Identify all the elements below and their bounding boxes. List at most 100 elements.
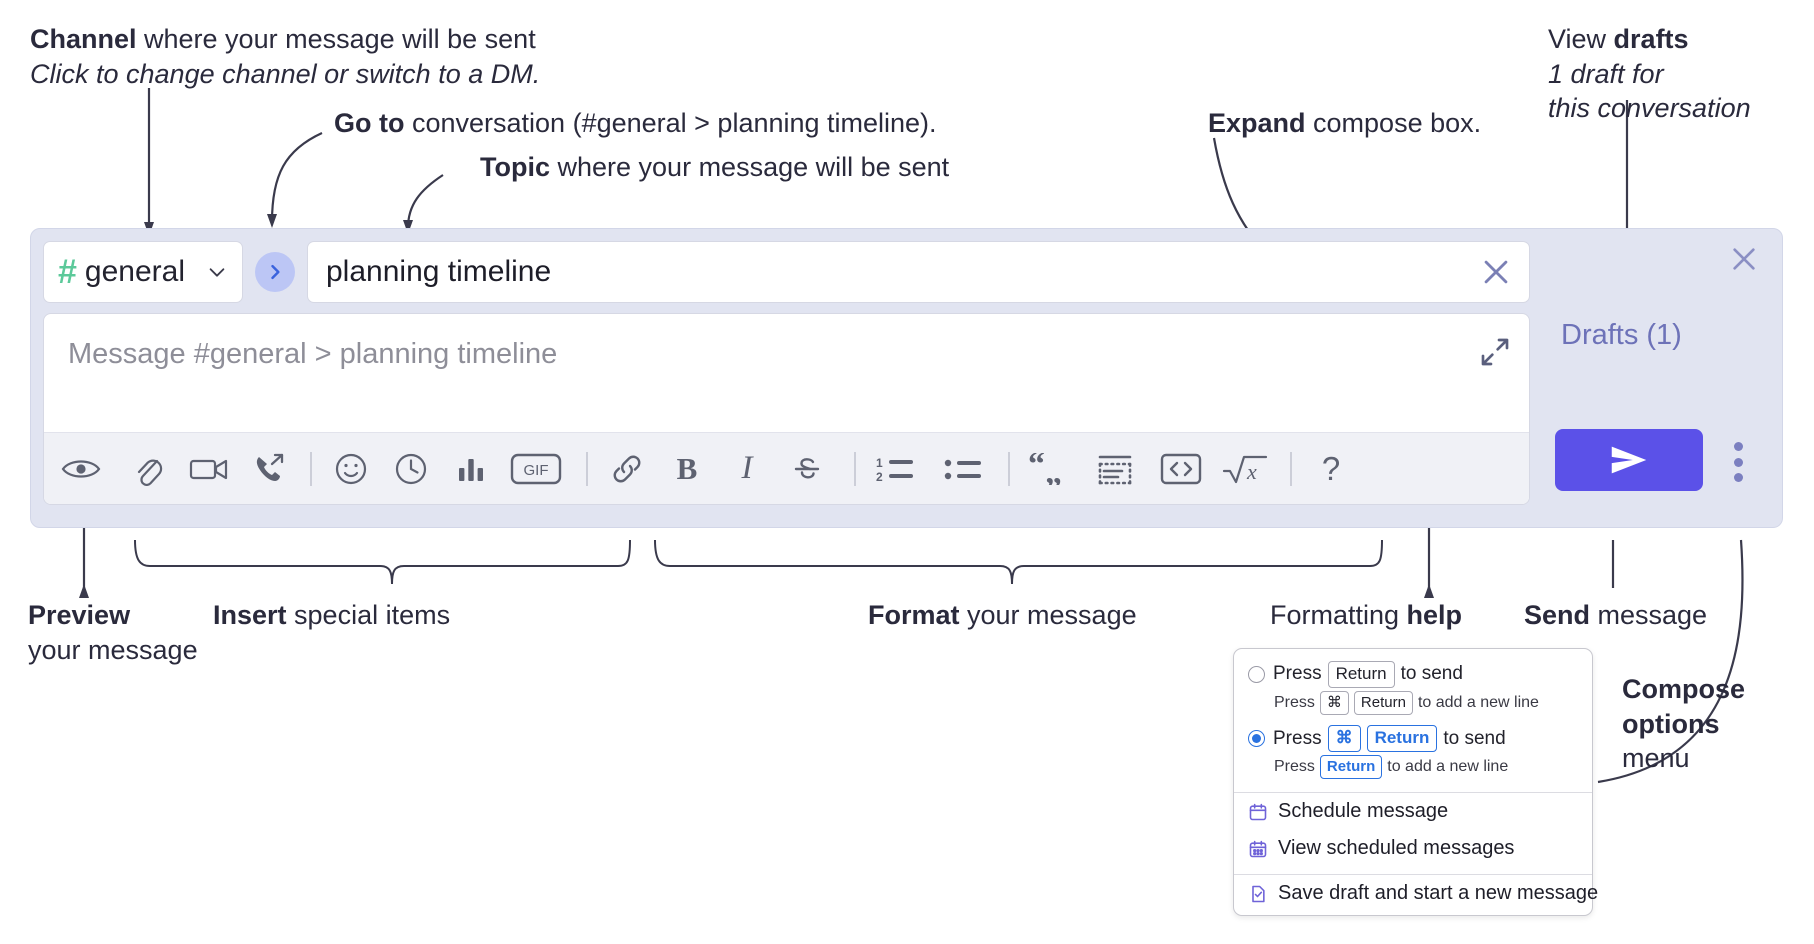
menu-item-save-draft[interactable]: Save draft and start a new message <box>1234 875 1598 915</box>
blockquote-icon[interactable]: “ „ <box>1028 446 1070 492</box>
option2-sub-post: to add a new line <box>1387 758 1509 776</box>
annotation-expand-bold: Expand <box>1208 108 1306 138</box>
phone-forward-icon[interactable] <box>248 446 290 492</box>
math-icon[interactable]: x <box>1222 446 1268 492</box>
annotation-formatting-help: Formatting help <box>1270 598 1462 633</box>
annotation-topic-bold: Topic <box>480 152 550 182</box>
send-button[interactable] <box>1555 429 1703 491</box>
option2-post: to send <box>1443 727 1506 749</box>
option1-post: to send <box>1400 663 1463 685</box>
message-box: Message #general > planning timeline <box>43 313 1530 505</box>
close-icon[interactable] <box>1479 255 1513 289</box>
compose-inner: # general planning timeline Message #gen… <box>43 241 1530 517</box>
drafts-link[interactable]: Drafts (1) <box>1561 319 1682 351</box>
radio-return-to-send[interactable] <box>1248 665 1265 683</box>
channel-name: general <box>84 255 185 288</box>
option1-sub-key-return: Return <box>1353 690 1413 716</box>
compose-panel: # general planning timeline Message #gen… <box>30 228 1783 528</box>
kebab-menu-icon[interactable] <box>1725 439 1751 485</box>
menu-item-view-scheduled-messages[interactable]: View scheduled messages <box>1234 830 1592 867</box>
bold-icon[interactable]: B <box>666 446 708 492</box>
calendar-grid-icon <box>1248 839 1268 859</box>
hash-icon: # <box>58 253 77 291</box>
ordered-list-icon[interactable]: 1 2 <box>874 446 916 492</box>
video-icon[interactable] <box>188 446 230 492</box>
annotation-channel-italic: Click to change channel or switch to a D… <box>30 58 541 89</box>
annotation-format-rest: your message <box>959 600 1137 630</box>
document-check-icon <box>1248 884 1268 904</box>
annotation-help-bold: help <box>1406 600 1463 630</box>
toolbar-divider <box>1290 451 1292 486</box>
help-label: ? <box>1321 449 1341 487</box>
svg-text:1: 1 <box>876 456 883 470</box>
annotation-topic: Topic where your message will be sent <box>480 150 949 185</box>
annotation-channel: Channel where your message will be sent … <box>30 22 540 91</box>
annotation-insert: Insert special items <box>213 598 450 633</box>
channel-selector[interactable]: # general <box>43 241 243 303</box>
goto-conversation-button[interactable] <box>255 252 295 292</box>
emoji-icon[interactable] <box>330 446 372 492</box>
toolbar-divider <box>854 451 856 486</box>
code-block-icon[interactable] <box>1094 446 1136 492</box>
annotation-send-bold: Send <box>1524 600 1591 630</box>
option2-sub-key-return: Return <box>1319 755 1383 780</box>
annotation-goto-rest: conversation (#general > planning timeli… <box>404 108 937 138</box>
close-icon[interactable] <box>1728 243 1760 275</box>
annotation-drafts: View drafts 1 draft for this conversatio… <box>1548 22 1751 126</box>
annotation-goto: Go to conversation (#general > planning … <box>334 106 937 141</box>
annotation-goto-bold: Go to <box>334 108 405 138</box>
chevron-down-icon <box>206 261 228 283</box>
option1-sub-post: to add a new line <box>1417 694 1539 712</box>
calendar-icon <box>1248 802 1268 822</box>
menu-divider <box>1234 874 1592 876</box>
menu-item-schedule-message[interactable]: Schedule message <box>1234 793 1592 830</box>
menu-divider <box>1234 792 1592 794</box>
bold-label: B <box>676 450 698 486</box>
radio-cmd-return-to-send[interactable] <box>1248 730 1265 748</box>
annotation-channel-rest: where your message will be sent <box>136 24 536 54</box>
kebab-dot <box>1733 457 1743 467</box>
annotation-format: Format your message <box>868 598 1137 633</box>
svg-text:„: „ <box>1045 454 1062 485</box>
poll-icon[interactable] <box>450 446 492 492</box>
annotation-send: Send message <box>1524 598 1707 633</box>
option1-sub-key-cmd: ⌘ <box>1319 690 1349 716</box>
svg-text:2: 2 <box>876 470 883 484</box>
attachment-icon[interactable] <box>128 446 170 492</box>
svg-text:“: “ <box>1029 453 1045 483</box>
topic-value: planning timeline <box>326 255 552 288</box>
menu-option-cmd-return-to-send[interactable]: Press ⌘ Return to send Press Return to a… <box>1234 721 1592 785</box>
annotation-topic-rest: where your message will be sent <box>550 152 950 182</box>
topic-input[interactable]: planning timeline <box>307 241 1530 303</box>
annotation-expand: Expand compose box. <box>1208 106 1481 141</box>
annotation-expand-rest: compose box. <box>1305 108 1482 138</box>
clock-icon[interactable] <box>390 446 432 492</box>
svg-text:GIF: GIF <box>524 462 549 479</box>
annotation-format-bold: Format <box>868 600 960 630</box>
annotation-channel-bold: Channel <box>30 24 137 54</box>
send-icon <box>1611 446 1647 474</box>
option2-pre: Press <box>1273 727 1322 749</box>
annotation-drafts-italic2: this conversation <box>1548 93 1751 124</box>
message-input[interactable]: Message #general > planning timeline <box>44 314 1529 432</box>
annotation-drafts-pre: View <box>1548 24 1614 54</box>
annotation-drafts-bold: drafts <box>1613 24 1689 54</box>
gif-icon[interactable]: GIF <box>510 446 562 492</box>
inline-code-icon[interactable] <box>1160 446 1202 492</box>
strikethrough-icon[interactable] <box>786 446 828 492</box>
italic-icon[interactable]: I <box>726 446 768 492</box>
expand-icon[interactable] <box>1479 336 1511 368</box>
option1-key-return: Return <box>1327 661 1395 688</box>
kebab-dot <box>1733 473 1743 482</box>
help-icon[interactable]: ? <box>1310 446 1352 492</box>
bullet-list-icon[interactable] <box>942 446 984 492</box>
italic-label: I <box>741 450 753 486</box>
toolbar-divider <box>586 451 588 486</box>
menu-option-return-to-send[interactable]: Press Return to send Press ⌘ Return to a… <box>1234 657 1592 721</box>
annotation-insert-bold: Insert <box>213 600 287 630</box>
preview-icon[interactable] <box>60 446 102 492</box>
option1-sub-pre: Press <box>1274 694 1315 712</box>
link-icon[interactable] <box>606 446 648 492</box>
annotation-send-rest: message <box>1590 600 1708 630</box>
